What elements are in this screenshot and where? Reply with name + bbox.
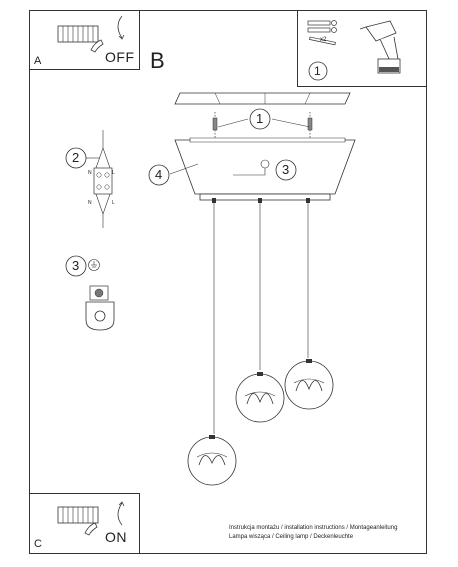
panel-a: A OFF [29,10,140,70]
ground-ref-main: 3 [282,162,290,177]
step-number-circle [308,61,328,81]
terminal-block-wiring [93,130,113,228]
panel-c: C ON [29,493,140,554]
panel-c-switch-text: ON [105,529,127,545]
callout-circle-4 [148,164,170,186]
wire-l-bottom: L [112,200,115,206]
footer-line-1: Instrukcja montażu / installation instru… [229,525,398,531]
canopy-ref: 4 [155,167,163,182]
wire-n-bottom: N [88,200,92,206]
ground-terminal-icon [85,285,115,331]
footer-caption: Instrukcja montażu / installation instru… [229,524,397,542]
panel-a-switch-text: OFF [105,49,135,65]
fuse-box-icon [57,25,104,53]
wiring-ref: 2 [72,150,80,165]
canopy [174,137,356,203]
callout-leader-2 [86,157,100,159]
wire-l-top: L [112,170,115,176]
pendant-cords [213,202,309,434]
switch-up-arrow-icon [117,501,125,526]
ceiling-plate [174,92,351,105]
tools-panel: x2 1 [297,10,427,87]
drill-icon [359,20,401,74]
fuse-box-icon [57,506,99,536]
lamp-globe-left [187,435,237,486]
quantity-label: x2 [320,37,327,43]
lamp-globe-middle [235,372,285,423]
ground-symbol-icon [88,259,100,271]
wire-n-top: N [88,170,92,176]
anchor-bolt-icon [307,20,337,46]
panel-c-label: C [34,538,42,550]
callout-circle-1 [249,108,271,130]
ground-ref: 3 [72,258,80,273]
callout-leaders-1 [217,118,311,128]
panel-b-label: B [150,48,165,73]
footer-line-2: Lampa wisząca / Ceiling lamp / Deckenleu… [229,534,354,540]
callout-circle-3-main [275,159,297,181]
anchor-ref: 1 [256,111,264,126]
switch-down-arrow-icon [117,15,125,40]
callout-circle-3 [65,255,87,277]
callout-leader-4 [169,163,199,175]
tools-step-number: 1 [314,64,321,78]
page-frame [29,10,427,554]
panel-a-label: A [34,55,42,67]
lamp-globe-right [284,359,334,410]
